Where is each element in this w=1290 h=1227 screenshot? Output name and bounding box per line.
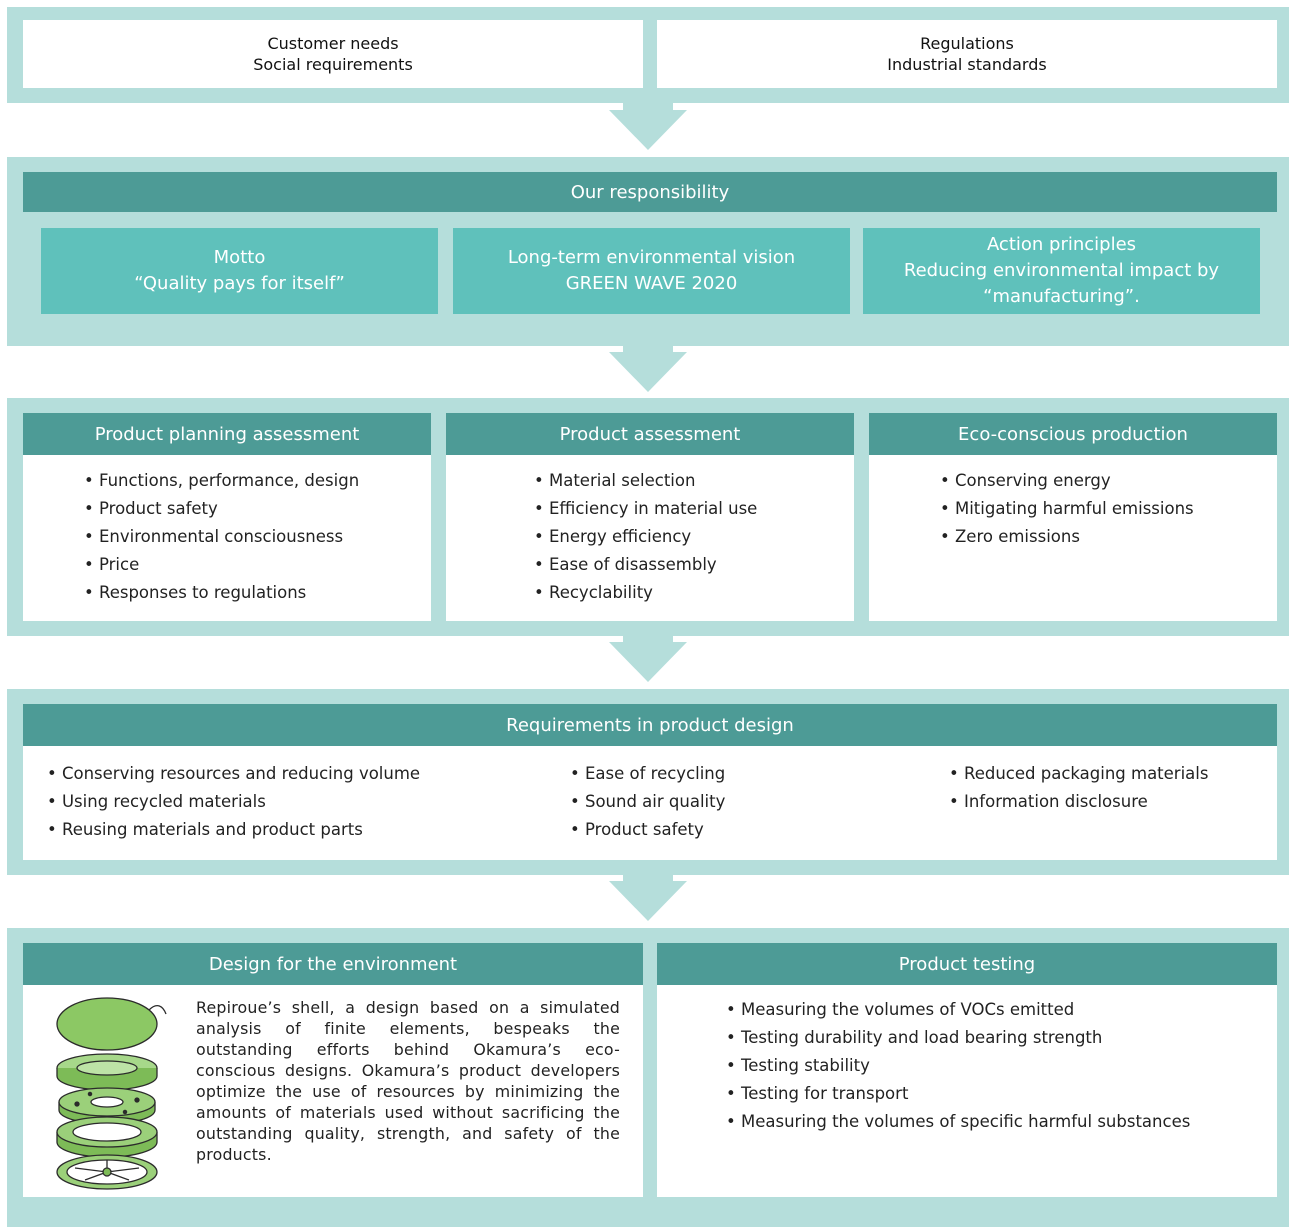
list-item: Price: [84, 551, 359, 579]
eco-production-list: Conserving energy Mitigating harmful emi…: [940, 467, 1194, 551]
list-item: Measuring the volumes of VOCs emitted: [726, 996, 1190, 1024]
list-item: Mitigating harmful emissions: [940, 495, 1194, 523]
requirements-list-2: Ease of recycling Sound air quality Prod…: [570, 760, 725, 844]
testing-list: Measuring the volumes of VOCs emitted Te…: [726, 996, 1190, 1136]
list-item: Testing durability and load bearing stre…: [726, 1024, 1190, 1052]
list-item: Information disclosure: [949, 788, 1208, 816]
eco-production-header: Eco-conscious production: [869, 413, 1277, 455]
responsibility-header: Our responsibility: [23, 172, 1277, 212]
flow-arrow-stem: [623, 103, 673, 113]
action-principles-label: Action principles: [986, 234, 1137, 255]
list-item: Material selection: [534, 467, 757, 495]
list-item: Environmental consciousness: [84, 523, 359, 551]
customer-needs-box: Customer needs Social requirements: [23, 20, 643, 88]
requirements-header: Requirements in product design: [23, 704, 1277, 746]
list-item: Functions, performance, design: [84, 467, 359, 495]
list-item: Zero emissions: [940, 523, 1194, 551]
list-item: Reusing materials and product parts: [47, 816, 420, 844]
motto-box: Motto “Quality pays for itself”: [41, 228, 438, 314]
industrial-standards-text: Industrial standards: [887, 55, 1047, 74]
flow-arrow-stem: [623, 636, 673, 646]
product-planning-header: Product planning assessment: [23, 413, 431, 455]
action-principles-text-2: “manufacturing”.: [983, 286, 1140, 307]
list-item: Using recycled materials: [47, 788, 420, 816]
testing-header: Product testing: [657, 943, 1277, 985]
list-item: Product safety: [84, 495, 359, 523]
action-principles-box: Action principles Reducing environmental…: [863, 228, 1260, 314]
list-item: Testing for transport: [726, 1080, 1190, 1108]
flow-arrow-1: [609, 110, 687, 150]
vision-box: Long-term environmental vision GREEN WAV…: [453, 228, 850, 314]
list-item: Efficiency in material use: [534, 495, 757, 523]
vision-text: GREEN WAVE 2020: [565, 273, 738, 294]
list-item: Reduced packaging materials: [949, 760, 1208, 788]
social-requirements-text: Social requirements: [253, 55, 413, 74]
list-item: Recyclability: [534, 579, 757, 607]
regulations-text: Regulations: [920, 34, 1014, 53]
product-planning-list: Functions, performance, design Product s…: [84, 467, 359, 607]
list-item: Testing stability: [726, 1052, 1190, 1080]
product-assessment-list: Material selection Efficiency in materia…: [534, 467, 757, 607]
chair-shell-illustration: [56, 997, 167, 1190]
requirements-list-3: Reduced packaging materials Information …: [949, 760, 1208, 816]
list-item: Product safety: [570, 816, 725, 844]
vision-label: Long-term environmental vision: [507, 247, 796, 268]
list-item: Ease of recycling: [570, 760, 725, 788]
regulations-box: Regulations Industrial standards: [657, 20, 1277, 88]
flow-arrow-stem: [623, 875, 673, 885]
flow-arrow-3: [609, 642, 687, 682]
design-description: Repiroue’s shell, a design based on a si…: [196, 998, 620, 1164]
motto-label: Motto: [213, 247, 266, 268]
customer-needs-text: Customer needs: [267, 34, 399, 53]
list-item: Ease of disassembly: [534, 551, 757, 579]
list-item: Sound air quality: [570, 788, 725, 816]
flow-arrow-stem: [623, 346, 673, 356]
list-item: Conserving energy: [940, 467, 1194, 495]
motto-text: “Quality pays for itself”: [134, 273, 345, 294]
product-assessment-header: Product assessment: [446, 413, 854, 455]
design-header: Design for the environment: [23, 943, 643, 985]
list-item: Energy efficiency: [534, 523, 757, 551]
requirements-list-1: Conserving resources and reducing volume…: [47, 760, 420, 844]
list-item: Conserving resources and reducing volume: [47, 760, 420, 788]
flow-arrow-2: [609, 352, 687, 392]
list-item: Responses to regulations: [84, 579, 359, 607]
action-principles-text-1: Reducing environmental impact by: [903, 260, 1220, 281]
flow-arrow-4: [609, 881, 687, 921]
list-item: Measuring the volumes of specific harmfu…: [726, 1108, 1190, 1136]
